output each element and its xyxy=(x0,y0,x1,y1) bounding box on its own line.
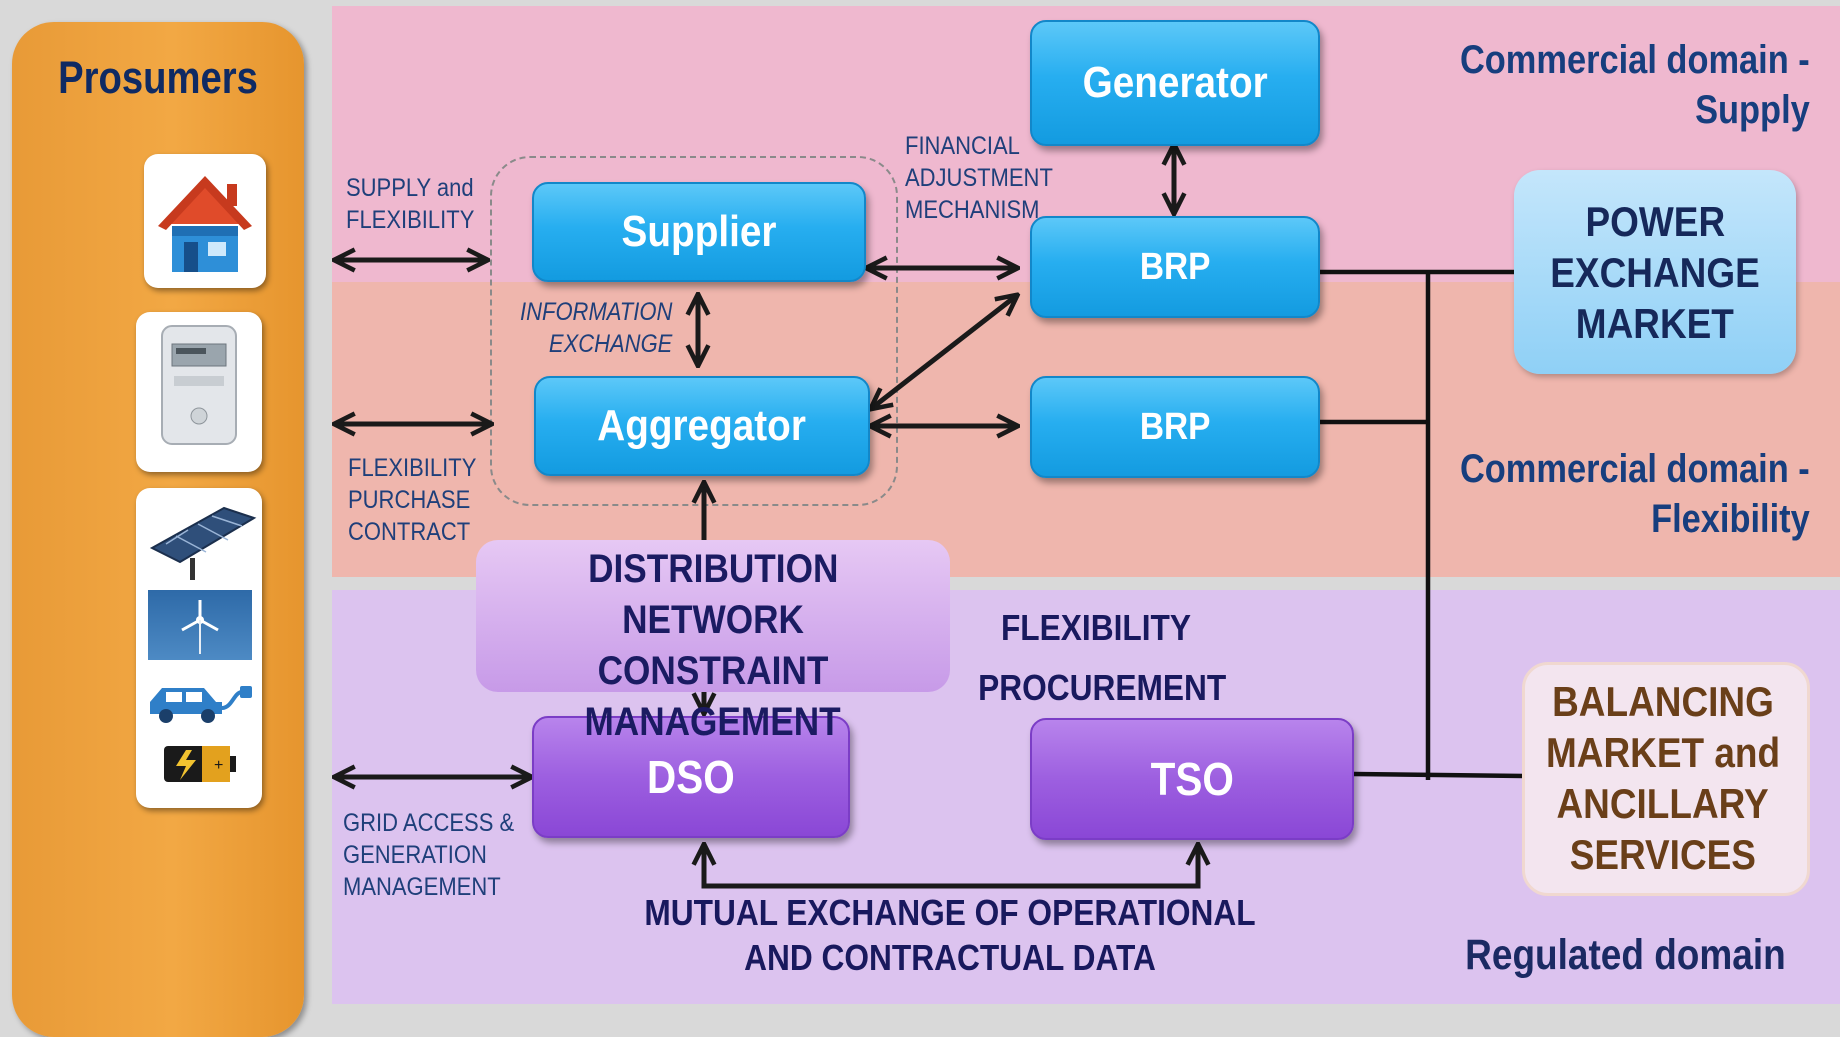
supplier-box: Supplier xyxy=(532,182,866,282)
balancing-market-label: BALANCING MARKET and ANCILLARY SERVICES xyxy=(1545,678,1781,878)
brp-top-box: BRP xyxy=(1030,216,1320,318)
dso-box: DSO xyxy=(532,716,850,838)
smart-meter-tile xyxy=(136,312,262,472)
aggregator-box: Aggregator xyxy=(534,376,870,476)
house-tile xyxy=(144,154,266,288)
line-tso-balancing xyxy=(1353,771,1525,779)
smart-meter-icon xyxy=(161,325,237,445)
power-exchange-market-label: POWER EXCHANGE MARKET xyxy=(1550,198,1760,347)
arrow-dso-tso-exchange xyxy=(704,846,1198,889)
domain-title-flexibility: Commercial domain - Flexibility xyxy=(1460,447,1810,541)
solar-panel-icon xyxy=(149,506,257,580)
tso-box: TSO xyxy=(1030,718,1354,840)
dncm-label: DISTRIBUTION NETWORK CONSTRAINT MANAGEME… xyxy=(584,547,842,744)
dncm-box xyxy=(476,540,950,692)
generator-box: Generator xyxy=(1030,20,1320,146)
balancing-market-box xyxy=(1522,662,1810,896)
house-icon xyxy=(158,176,252,272)
power-exchange-market-box xyxy=(1514,170,1796,374)
domain-title-regulated: Regulated domain xyxy=(1465,931,1786,979)
electric-car-icon xyxy=(150,686,252,723)
prosumers-title: Prosumers xyxy=(58,52,258,103)
brp-bottom-box: BRP xyxy=(1030,376,1320,478)
arrow-aggregator-brp-top xyxy=(872,296,1016,408)
wind-turbine-icon xyxy=(148,590,252,660)
battery-icon: + xyxy=(164,746,236,782)
svg-text:+: + xyxy=(214,757,223,774)
devices-tile: + xyxy=(136,488,262,808)
domain-title-supply: Commercial domain - Supply xyxy=(1460,38,1810,132)
